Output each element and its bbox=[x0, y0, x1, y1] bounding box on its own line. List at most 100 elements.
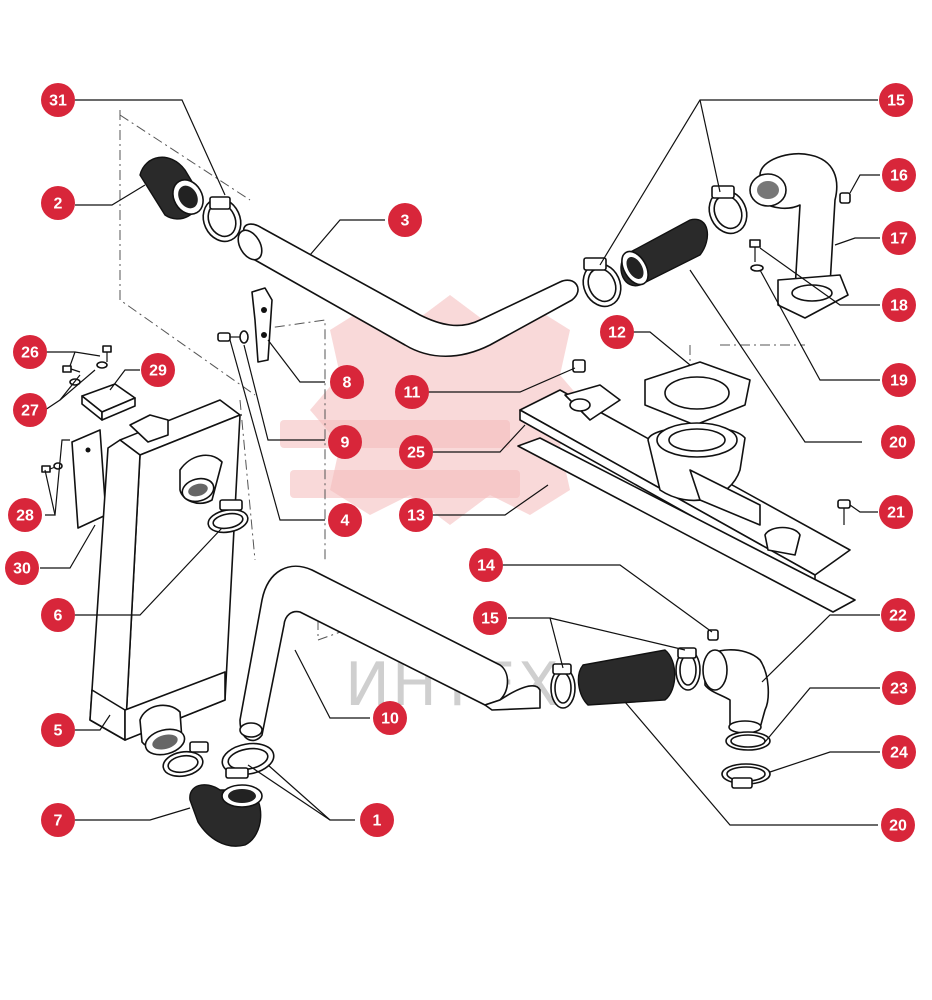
callout-c26: 26 bbox=[13, 335, 47, 369]
callout-number: 14 bbox=[477, 558, 495, 575]
bolt-part-26 bbox=[62, 345, 112, 373]
hose-clamp-part-31 bbox=[202, 196, 242, 243]
callout-c21: 21 bbox=[879, 495, 913, 529]
callout-number: 21 bbox=[887, 505, 905, 522]
callout-number: 10 bbox=[381, 711, 399, 728]
callout-number: 5 bbox=[54, 723, 63, 740]
callout-c31: 31 bbox=[41, 83, 75, 117]
callout-c22: 22 bbox=[881, 598, 915, 632]
callout-c30: 30 bbox=[5, 551, 39, 585]
callout-c15b: 15 bbox=[879, 83, 913, 117]
callout-number: 1 bbox=[373, 813, 382, 830]
callout-circle bbox=[882, 221, 916, 255]
callout-circle bbox=[882, 671, 916, 705]
callout-c14: 14 bbox=[469, 548, 503, 582]
alignment-line bbox=[119, 110, 256, 396]
alignment-line bbox=[254, 319, 326, 560]
air-pipe-part-10 bbox=[239, 565, 541, 742]
callout-number: 9 bbox=[341, 435, 350, 452]
callout-circle bbox=[41, 713, 75, 747]
leader-lines bbox=[40, 99, 880, 826]
callout-circle bbox=[360, 803, 394, 837]
mounting-bracket-part-29 bbox=[81, 383, 136, 421]
callout-c24: 24 bbox=[882, 735, 916, 769]
callout-c18: 18 bbox=[882, 288, 916, 322]
elbow-hose-part-7 bbox=[189, 784, 263, 847]
flange-gasket-part-12 bbox=[644, 361, 751, 426]
callout-c20a: 20 bbox=[881, 425, 915, 459]
callout-number: 3 bbox=[401, 213, 410, 230]
callout-c8: 8 bbox=[330, 365, 364, 399]
callout-number: 4 bbox=[341, 513, 350, 530]
callout-circle bbox=[13, 335, 47, 369]
callout-circle bbox=[13, 393, 47, 427]
callout-number: 23 bbox=[890, 681, 908, 698]
hose-clamp-part-1 bbox=[162, 741, 275, 779]
charge-air-pipe-part-3 bbox=[237, 223, 579, 358]
callout-number: 20 bbox=[889, 818, 907, 835]
callout-circle bbox=[41, 83, 75, 117]
callout-number: 16 bbox=[890, 168, 908, 185]
alignment-line bbox=[119, 114, 251, 201]
callout-number: 18 bbox=[890, 298, 908, 315]
callout-circle bbox=[328, 503, 362, 537]
callout-circle bbox=[5, 551, 39, 585]
callout-number: 26 bbox=[21, 345, 39, 362]
callout-c25: 25 bbox=[399, 435, 433, 469]
callout-number: 30 bbox=[13, 561, 31, 578]
callout-number: 15 bbox=[887, 93, 905, 110]
callout-c6: 6 bbox=[41, 598, 75, 632]
washer-part-27 bbox=[69, 361, 108, 386]
callout-circle bbox=[373, 701, 407, 735]
callout-number: 24 bbox=[890, 745, 908, 762]
callout-circle bbox=[388, 203, 422, 237]
callout-circle bbox=[882, 363, 916, 397]
callout-number: 22 bbox=[889, 608, 907, 625]
callout-circle bbox=[41, 186, 75, 220]
callout-number: 11 bbox=[404, 385, 421, 402]
callout-c17: 17 bbox=[882, 221, 916, 255]
callout-number: 25 bbox=[407, 445, 425, 462]
callout-c2: 2 bbox=[41, 186, 75, 220]
callout-circle bbox=[141, 353, 175, 387]
callout-number: 7 bbox=[54, 813, 63, 830]
callout-circle bbox=[600, 315, 634, 349]
callout-number: 6 bbox=[54, 608, 63, 625]
callout-c11: 11 bbox=[395, 375, 429, 409]
callout-number: 19 bbox=[890, 373, 908, 390]
plug-part-11 bbox=[572, 359, 586, 373]
riser-pipe-part-17 bbox=[749, 152, 849, 319]
hose-clamp-part-15-bottom bbox=[550, 647, 701, 709]
callout-circle bbox=[41, 803, 75, 837]
alignment-line bbox=[239, 399, 256, 561]
callout-c23: 23 bbox=[882, 671, 916, 705]
rubber-hose-part-20-bottom bbox=[577, 649, 676, 706]
callout-number: 17 bbox=[890, 231, 908, 248]
callout-c3: 3 bbox=[388, 203, 422, 237]
callout-c16: 16 bbox=[882, 158, 916, 192]
callout-circle bbox=[879, 495, 913, 529]
callout-c29: 29 bbox=[141, 353, 175, 387]
callout-c5: 5 bbox=[41, 713, 75, 747]
callout-c4: 4 bbox=[328, 503, 362, 537]
callout-circle bbox=[399, 435, 433, 469]
callout-circle bbox=[881, 808, 915, 842]
washer-part-9 bbox=[239, 330, 249, 344]
callout-c7: 7 bbox=[41, 803, 75, 837]
callout-circle bbox=[882, 735, 916, 769]
callout-c9: 9 bbox=[328, 425, 362, 459]
callout-circle bbox=[881, 598, 915, 632]
callout-c27: 27 bbox=[13, 393, 47, 427]
bolt-part-21 bbox=[837, 499, 851, 525]
callout-number: 31 bbox=[49, 93, 67, 110]
callout-circle bbox=[881, 425, 915, 459]
callout-circle bbox=[330, 365, 364, 399]
callout-number: 12 bbox=[608, 325, 626, 342]
o-ring-part-23 bbox=[725, 731, 771, 751]
callout-circle bbox=[473, 601, 507, 635]
callout-c28: 28 bbox=[8, 498, 42, 532]
callout-number: 27 bbox=[21, 403, 39, 420]
callout-circle bbox=[395, 375, 429, 409]
